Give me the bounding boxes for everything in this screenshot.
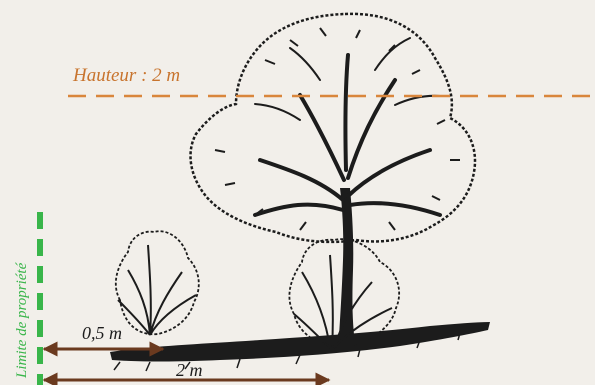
height-limit-label: Hauteur : 2 m xyxy=(72,65,180,86)
ground-icon xyxy=(110,322,490,371)
distance-short-label: 0,5 m xyxy=(82,323,122,343)
property-line-label: Limite de propriété xyxy=(14,261,30,379)
shrub-left-icon xyxy=(116,231,199,335)
distance-long-label: 2 m xyxy=(176,360,203,380)
